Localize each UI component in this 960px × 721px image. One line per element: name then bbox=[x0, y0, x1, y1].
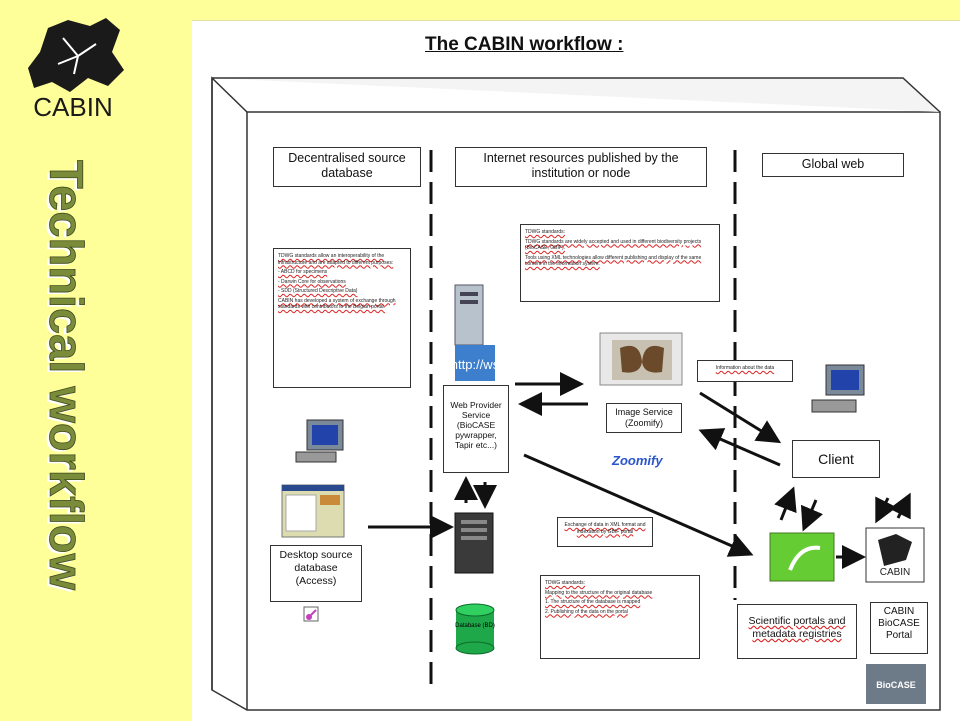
biocase-logo-text: BioCASE bbox=[876, 680, 916, 690]
butterfly-image bbox=[599, 332, 683, 386]
note-info-text: Information about the data bbox=[715, 365, 775, 371]
biocase-logo: BioCASE bbox=[866, 664, 926, 704]
note-left-line: - Darwin Core for observations bbox=[278, 278, 346, 285]
cabin-small-logo-text: CABIN bbox=[880, 567, 911, 578]
arrow-cabin-in bbox=[875, 496, 897, 524]
note-left-line: TDWG standards allow an interoperability… bbox=[278, 253, 394, 266]
side-title-text: Technical workflow bbox=[40, 160, 93, 590]
note-top-line: TDWG standards are widely accepted and u… bbox=[525, 238, 702, 252]
column-header-middle: Internet resources published by the inst… bbox=[455, 147, 707, 187]
cabin-small-logo: CABIN bbox=[865, 527, 925, 583]
frame-top bbox=[212, 77, 941, 113]
side-title: Technical workflow Technical workflow bbox=[37, 160, 93, 592]
computer-icon-left bbox=[295, 419, 344, 463]
note-data: Exchange of data in XML format and index… bbox=[557, 517, 653, 547]
note-bottom: TDWG standards: Mapping to the structure… bbox=[540, 575, 700, 659]
cabin-logo: CABIN bbox=[28, 18, 124, 122]
note-left-line: - ABCD for specimens bbox=[278, 269, 328, 275]
column-header-right: Global web bbox=[762, 153, 904, 177]
note-bottom-line: Mapping to the structure of the original… bbox=[545, 589, 653, 596]
image-service-box: Image Service (Zoomify) bbox=[606, 403, 682, 433]
note-top-line: TDWG standards: bbox=[525, 229, 566, 235]
http-banner bbox=[455, 345, 495, 381]
arrow-to-portal bbox=[523, 453, 754, 557]
note-info: Information about the data bbox=[697, 360, 793, 382]
note-bottom-line: TDWG standards: bbox=[545, 580, 586, 586]
arrow-from-client bbox=[698, 428, 781, 467]
note-left-line: - SDD (Structured Descriptive Data) bbox=[278, 288, 358, 294]
server-tower-icon: http://ws bbox=[451, 284, 500, 381]
note-bottom-line: 1. The structure of the database is mapp… bbox=[545, 599, 641, 605]
desktop-app-screenshot bbox=[281, 484, 345, 538]
arrow-portal-up bbox=[774, 486, 797, 521]
database-icon: Database (BD) bbox=[455, 603, 495, 655]
logo-text: CABIN bbox=[33, 92, 112, 122]
side-title-shadow: Technical workflow bbox=[37, 162, 90, 592]
note-data-text: Exchange of data in XML format and index… bbox=[564, 522, 646, 535]
note-bottom-line: 2. Publishing of the data on the portal bbox=[545, 608, 628, 615]
zoomify-logo: Zoomify bbox=[611, 453, 663, 468]
client-box: Client bbox=[792, 440, 880, 478]
computer-icon-right bbox=[811, 364, 865, 413]
arrow-to-client bbox=[699, 391, 782, 444]
scientific-portals-box: Scientific portals and metadata registri… bbox=[737, 604, 857, 659]
green-portal-image bbox=[769, 532, 835, 582]
diagram-title: The CABIN workflow : bbox=[425, 34, 624, 55]
cabin-biocase-box: CABIN BioCASE Portal bbox=[870, 602, 928, 654]
arrow-portal-down bbox=[800, 499, 824, 532]
column-header-left: Decentralised source database bbox=[273, 147, 421, 187]
server-icon bbox=[454, 512, 494, 574]
web-provider-box: Web Provider Service (BioCASE pywrapper,… bbox=[443, 385, 509, 473]
note-left-line: CABIN has developed a system of exchange… bbox=[278, 297, 396, 311]
arrow-cabin-out bbox=[889, 492, 911, 520]
http-label: http://ws bbox=[451, 357, 500, 372]
key-icon bbox=[303, 606, 319, 622]
note-top-line: Tools using XML technologies allow diffe… bbox=[525, 254, 702, 268]
note-left: TDWG standards allow an interoperability… bbox=[273, 248, 411, 388]
database-label: Database (BD) bbox=[455, 623, 495, 629]
desktop-db-box: Desktop source database (Access) bbox=[270, 545, 362, 602]
note-top: TDWG standards: TDWG standards are widel… bbox=[520, 224, 720, 302]
